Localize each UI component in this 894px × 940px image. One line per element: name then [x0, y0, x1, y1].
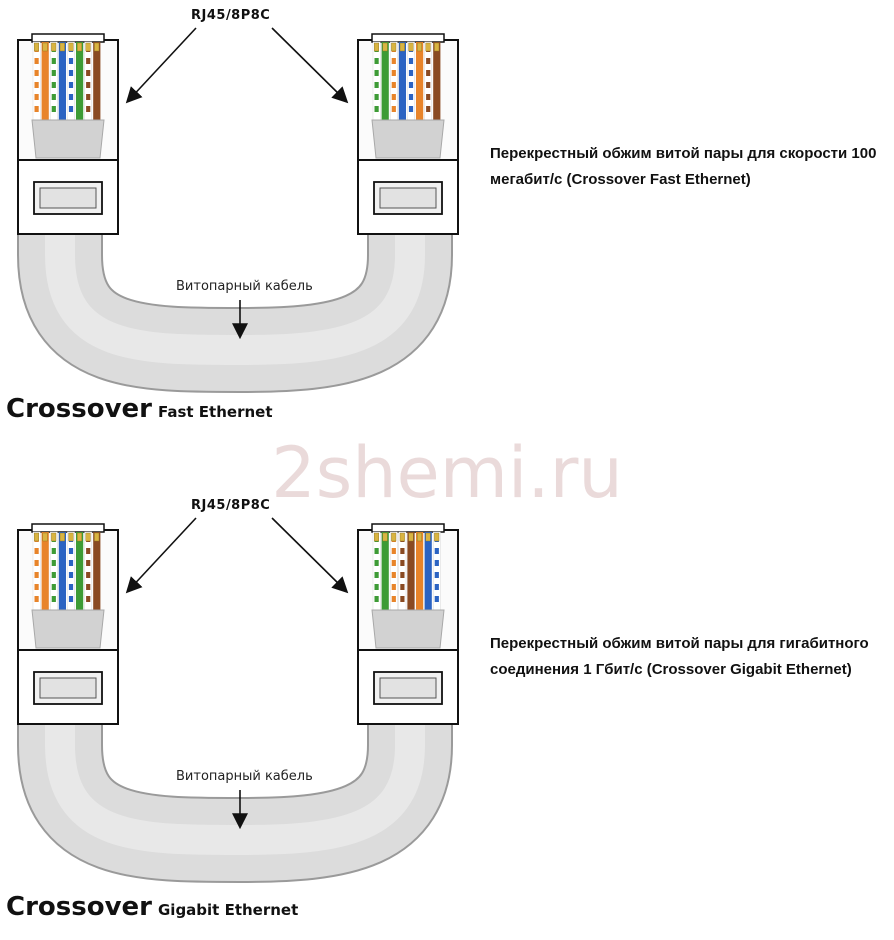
cable: [17, 690, 453, 884]
wire-6-orange: [416, 42, 424, 120]
cable-illustration: [17, 27, 459, 394]
wire-2-orange: [41, 532, 49, 610]
wire-1-green-white: [372, 531, 381, 611]
title-sub: Gigabit Ethernet: [157, 901, 299, 919]
wire-6-green: [76, 532, 84, 610]
connector-label: RJ45/8P8C: [191, 498, 271, 513]
wire-5-blue-white: [67, 41, 75, 121]
wire-3-orange-white: [390, 531, 398, 611]
wire-3-green-white: [50, 531, 58, 611]
rj45-connector-left: [17, 523, 119, 725]
title-main: Crossover: [6, 892, 152, 922]
wire-1-green-white: [372, 41, 381, 121]
connector-label: RJ45/8P8C: [191, 8, 271, 23]
wire-3-green-white: [50, 41, 58, 121]
wire-1-orange-white: [32, 531, 41, 611]
wire-6-green: [76, 42, 84, 120]
arrow-to-left-connector: [125, 517, 197, 594]
wire-4-blue: [58, 532, 66, 610]
wire-2-green: [381, 42, 389, 120]
wire-8-blue-white: [432, 531, 441, 611]
wire-6-orange: [416, 532, 424, 610]
wire-2-green: [381, 532, 389, 610]
diagram-description: Перекрестный обжим витой пары для скорос…: [490, 145, 877, 188]
wire-1-orange-white: [32, 41, 41, 121]
cable: [17, 200, 453, 394]
wire-7-brown-white: [84, 531, 92, 611]
cable-illustration: [17, 517, 459, 884]
wire-4-blue: [398, 42, 406, 120]
wire-2-orange: [41, 42, 49, 120]
wire-7-brown-white: [424, 41, 432, 121]
crossover-fast-ethernet-diagram: RJ45/8P8C Витопарный кабель Crossover Fas…: [0, 0, 894, 430]
rj45-connector-left: [17, 33, 119, 235]
diagram-description: Перекрестный обжим витой пары для гигаби…: [490, 635, 869, 678]
title-sub: Fast Ethernet: [157, 403, 273, 421]
cable-label: Витопарный кабель: [176, 769, 313, 784]
wire-3-orange-white: [390, 41, 398, 121]
wire-4-blue: [58, 42, 66, 120]
wire-5-brown: [407, 532, 415, 610]
cable-label: Витопарный кабель: [176, 279, 313, 294]
wire-7-brown-white: [84, 41, 92, 121]
wire-7-blue: [424, 532, 432, 610]
rj45-connector-right: [357, 33, 459, 235]
rj45-connector-right: [357, 523, 459, 725]
wire-8-brown: [93, 532, 101, 610]
diagram-title: Crossover Fast Ethernet: [6, 394, 272, 424]
wire-5-blue-white: [407, 41, 415, 121]
arrow-to-right-connector: [271, 27, 349, 104]
arrow-to-right-connector: [271, 517, 349, 594]
title-main: Crossover: [6, 394, 152, 424]
wire-8-brown: [433, 42, 441, 120]
diagram-title: Crossover Gigabit Ethernet: [6, 892, 298, 922]
crossover-gigabit-ethernet-diagram: RJ45/8P8C Витопарный кабель Crossover Gig…: [0, 490, 894, 940]
wire-5-blue-white: [67, 531, 75, 611]
wire-8-brown: [93, 42, 101, 120]
wire-4-brown-white: [398, 531, 407, 611]
arrow-to-left-connector: [125, 27, 197, 104]
watermark: 2shemi.ru: [271, 432, 623, 514]
